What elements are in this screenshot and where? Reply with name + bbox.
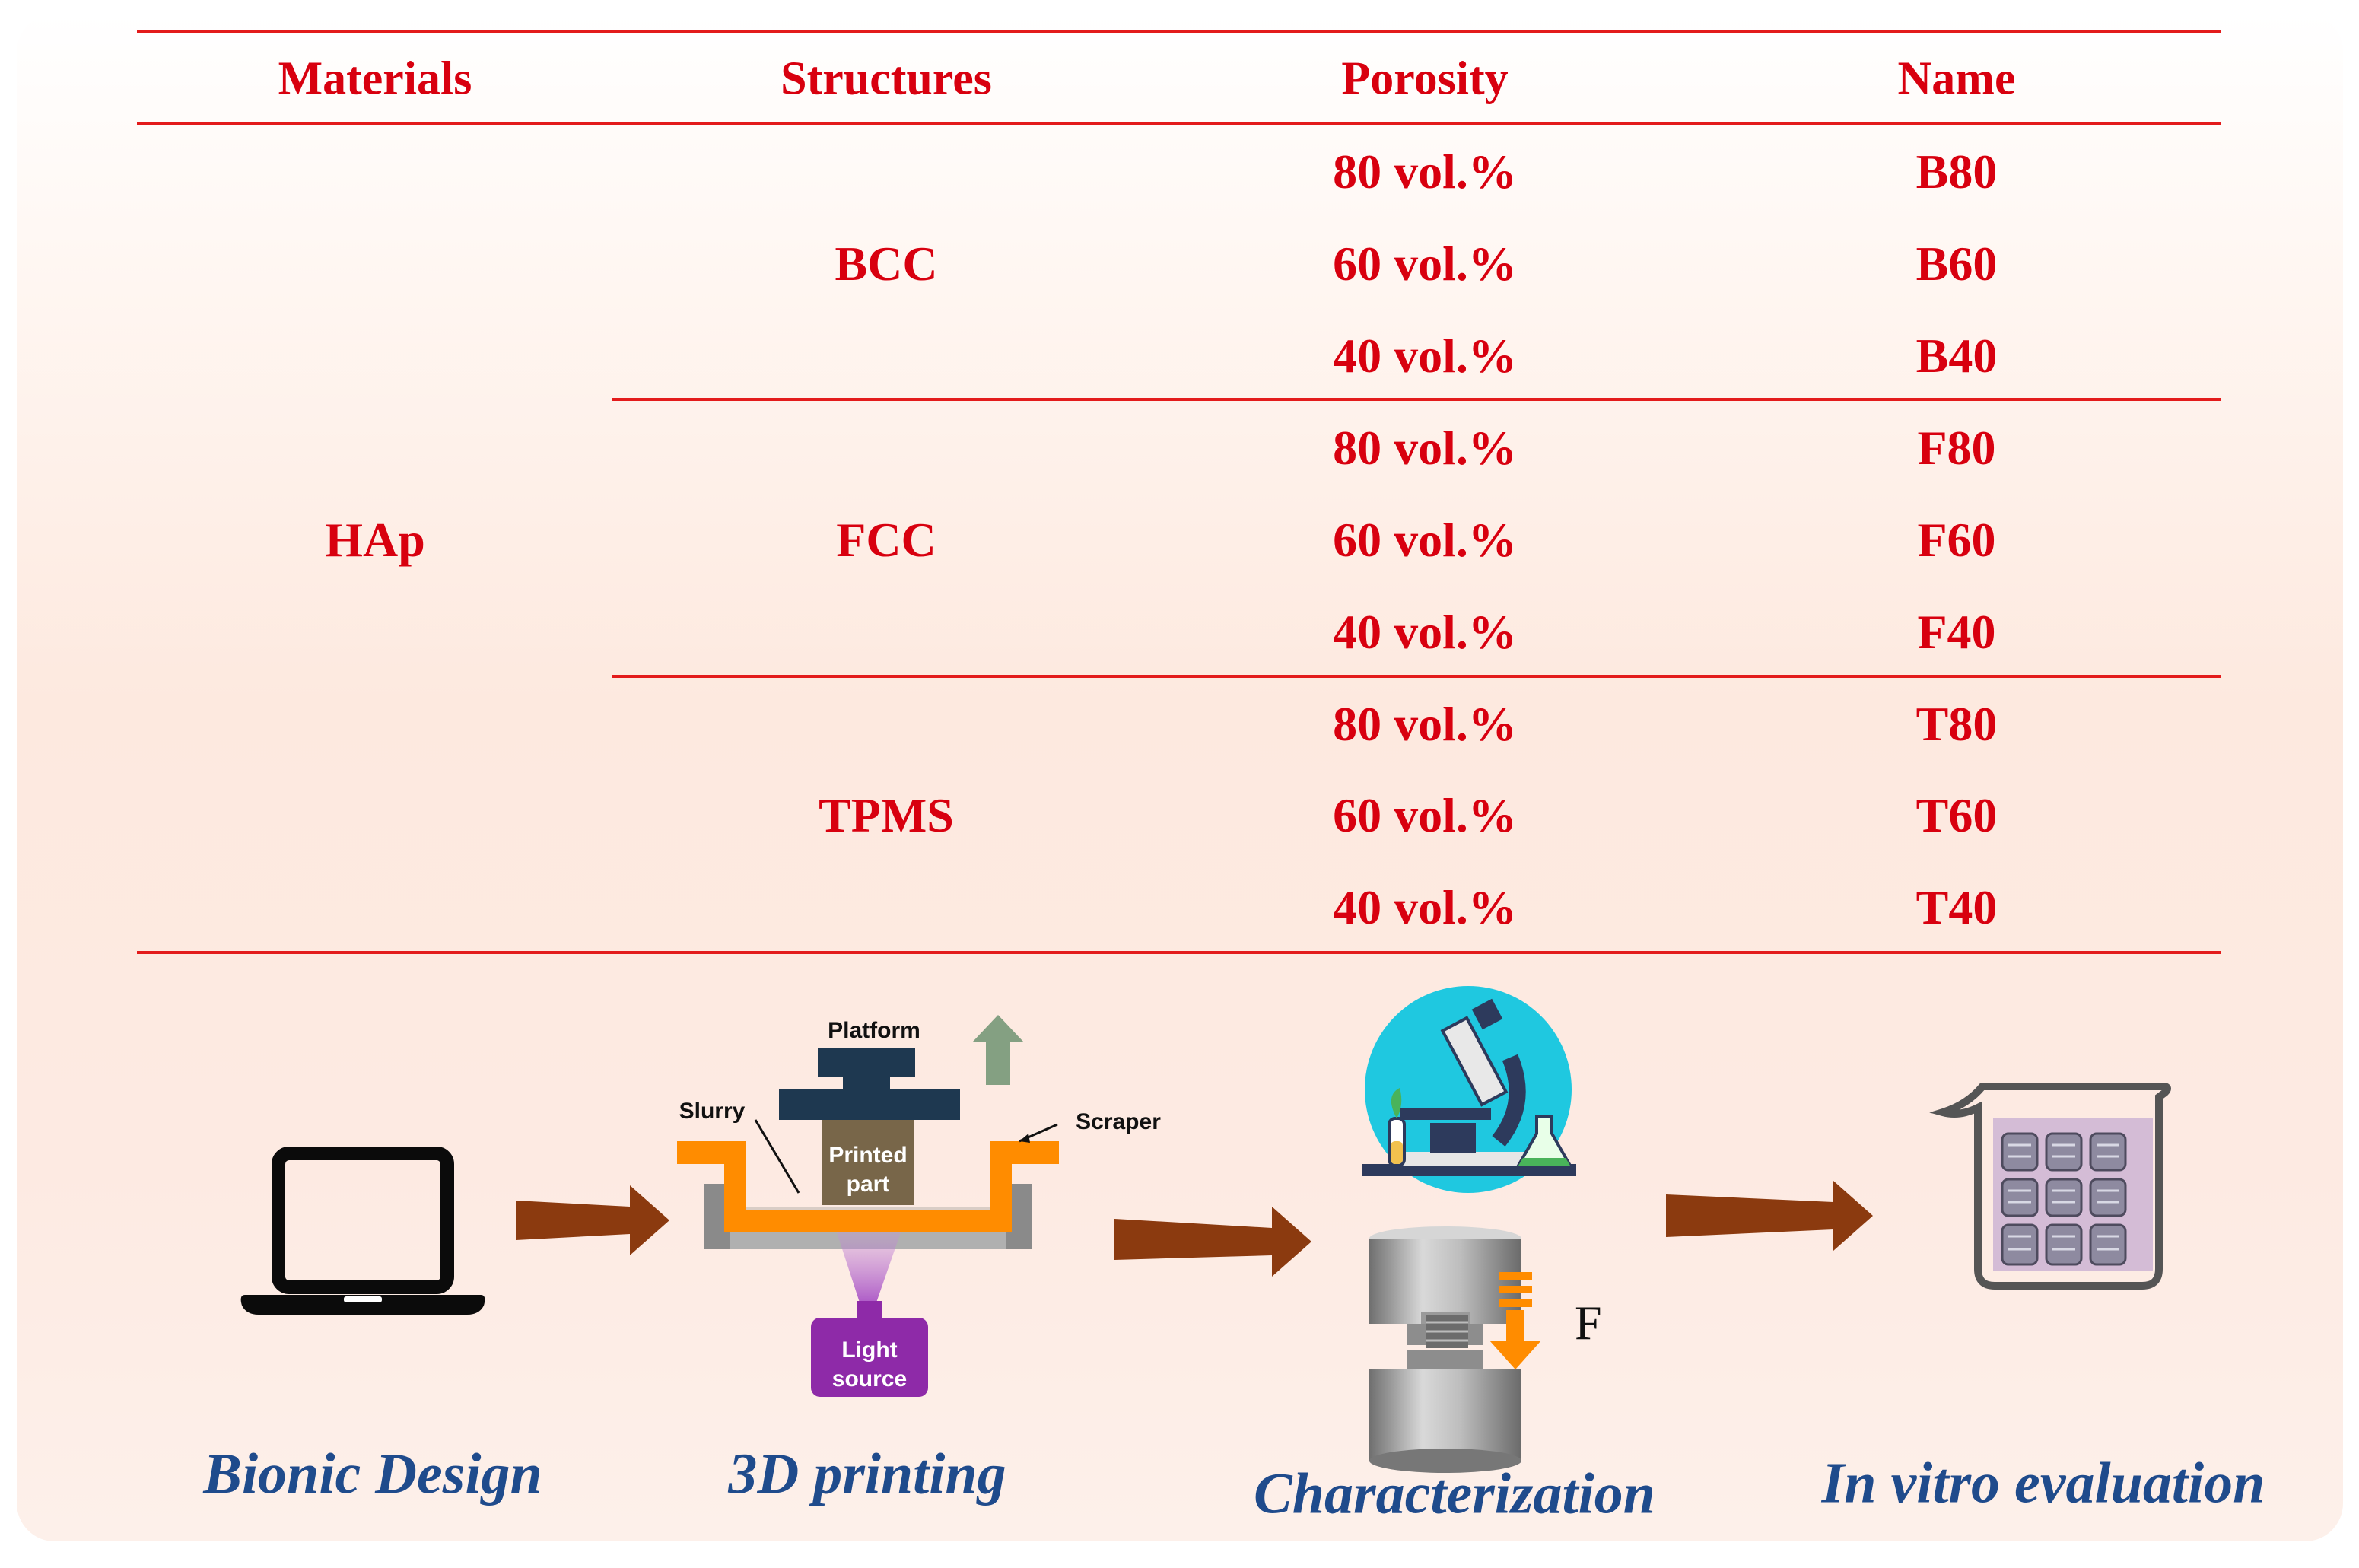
porosity-cell: 40 vol.% [1333,880,1517,934]
table-top-rule [137,30,2221,33]
header-structures: Structures [781,52,992,105]
light-source-label: source [832,1366,907,1391]
porosity-cell: 60 vol.% [1333,237,1517,291]
arrow-icon [1666,1181,1873,1251]
name-cell: B40 [1915,329,1998,383]
porosity-cell: 40 vol.% [1333,605,1517,659]
porosity-cell: 40 vol.% [1333,329,1517,383]
printed-part-label: Printed [828,1143,907,1168]
structure-cell: FCC [836,513,936,567]
name-cell: T40 [1915,880,1998,934]
porosity-cell: 80 vol.% [1333,421,1517,475]
group-divider-bcc-fcc [612,398,2221,401]
printer-diagram: Platform Slurry Scraper Printed part Lig… [677,1015,1161,1397]
laptop-icon [240,1147,485,1315]
name-cell: F40 [1917,605,1996,659]
header-name: Name [1897,52,2016,105]
arrow-icon [1114,1207,1311,1277]
arrow-icon [516,1185,669,1255]
porosity-cell: 80 vol.% [1333,697,1517,751]
table-header-rule [137,122,2221,125]
porosity-cell: 60 vol.% [1333,513,1517,567]
name-cell: F80 [1917,421,1996,475]
step-label-3d-printing: 3D printing [728,1442,1006,1506]
light-source-label: Light [841,1337,897,1363]
platform-label: Platform [828,1018,920,1043]
scraper-label: Scraper [1076,1109,1161,1134]
step-label-bionic-design: Bionic Design [203,1442,542,1506]
compression-test-icon: F [1369,1226,1602,1473]
table-bottom-rule [137,951,2221,954]
name-cell: B80 [1915,145,1998,199]
force-label: F [1575,1296,1602,1350]
step-label-characterization: Characterization [1254,1461,1655,1526]
structure-cell: TPMS [819,788,954,842]
porosity-cell: 80 vol.% [1333,145,1517,199]
microscope-icon [1362,986,1576,1193]
name-cell: F60 [1917,513,1996,567]
group-divider-fcc-tpms [612,675,2221,678]
header-materials: Materials [278,52,472,105]
name-cell: B60 [1915,237,1998,291]
structure-cell: BCC [835,237,938,291]
printed-part-label: part [847,1172,890,1197]
beaker-icon [1929,1083,2171,1290]
step-label-in-vitro-evaluation: In vitro evaluation [1821,1451,2265,1516]
slurry-label: Slurry [679,1099,746,1124]
name-cell: T60 [1915,788,1998,842]
header-porosity: Porosity [1341,52,1509,105]
porosity-cell: 60 vol.% [1333,788,1517,842]
name-cell: T80 [1915,697,1998,751]
material-cell: HAp [325,513,425,567]
